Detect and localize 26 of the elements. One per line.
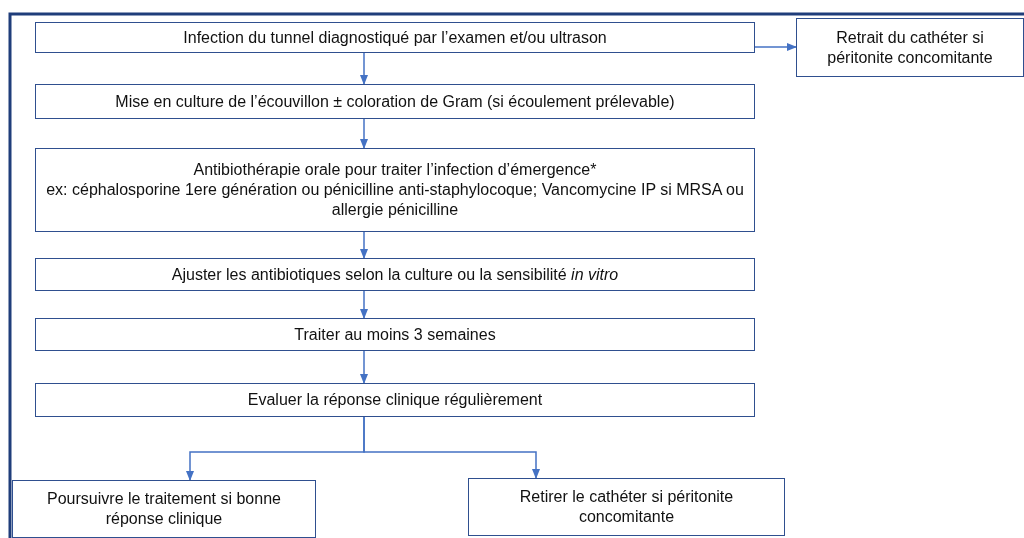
box-text: Retrait du cathéter si péritonite concomitante bbox=[826, 27, 994, 68]
box-text: Poursuivre le traitement si bonne réponse clinique bbox=[46, 489, 282, 529]
box-text: Infection du tunnel diagnostiqué par l’examen et/ou ultrason bbox=[183, 27, 607, 48]
box-text: Traiter au moins 3 semaines bbox=[294, 324, 496, 345]
arrow bbox=[363, 416, 540, 479]
box-text: Mise en culture de l’écouvillon ± coloration de Gram (si écoulement prélevable) bbox=[115, 91, 675, 112]
process-box bbox=[35, 148, 755, 232]
arrow bbox=[360, 350, 368, 384]
process-box bbox=[35, 383, 755, 417]
arrow bbox=[360, 290, 368, 319]
process-box bbox=[796, 18, 1024, 77]
process-box bbox=[468, 478, 785, 536]
box-text: Retirer le cathéter si péritonite concomitante bbox=[518, 487, 735, 527]
process-box bbox=[35, 318, 755, 351]
arrow bbox=[360, 118, 368, 149]
box-text: Evaluer la réponse clinique régulièrement bbox=[247, 390, 543, 410]
arrow bbox=[754, 43, 797, 51]
box-text: Ajuster les antibiotiques selon la culture ou la sensibilité in vitro bbox=[171, 264, 619, 285]
process-box bbox=[12, 480, 316, 538]
arrow bbox=[360, 231, 368, 259]
box-text: Antibiothérapie orale pour traiter l’infection d’émergence* bbox=[193, 160, 597, 180]
process-box bbox=[35, 22, 755, 53]
arrow bbox=[360, 52, 368, 85]
box-note: ex: céphalosporine 1ere génération ou pénicilline anti-staphylocoque; Vancomycine IP si MRSA ou allergie pénicilline bbox=[45, 180, 745, 220]
process-box bbox=[35, 258, 755, 291]
process-box bbox=[35, 84, 755, 119]
